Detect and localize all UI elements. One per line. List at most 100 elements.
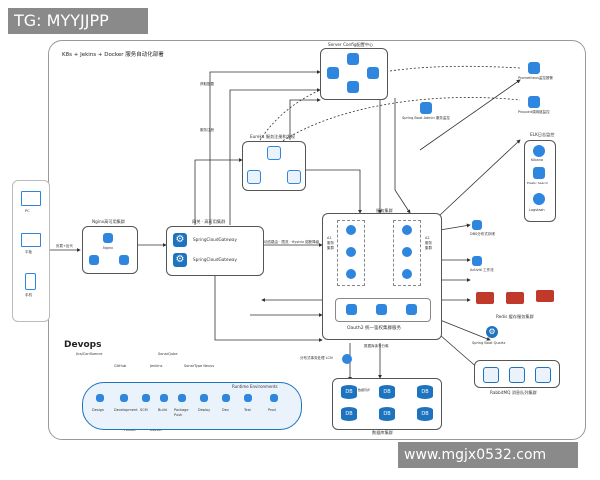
a2-instance-icon xyxy=(402,269,412,279)
devops-tool-github: GitHub xyxy=(114,364,127,368)
db-cluster: DB DB DB DB DB DB xyxy=(332,378,442,430)
oauth-group xyxy=(335,298,431,322)
kibana-icon xyxy=(533,145,545,157)
stage-development-icon xyxy=(120,394,128,402)
a1-instance-icon xyxy=(346,269,356,279)
label-fetch-config: 获取配置 xyxy=(200,82,214,86)
a1-service-group xyxy=(337,220,365,286)
rabbitmq-cluster xyxy=(474,360,560,388)
redis-node-icon xyxy=(536,290,554,302)
a2-label: A2 服务集群 xyxy=(425,236,432,250)
stage-deploy-icon xyxy=(200,394,208,402)
stage-scm-icon xyxy=(142,394,150,402)
stage-package-icon xyxy=(178,394,186,402)
label-register: 服务注册 xyxy=(200,128,214,132)
oauth-node-icon xyxy=(376,304,387,315)
nginx-node-icon xyxy=(89,255,99,265)
a2-instance-icon xyxy=(402,225,412,235)
a1-label: A1 服务集群 xyxy=(327,236,334,250)
a1-instance-icon xyxy=(346,225,356,235)
db-icon: DB xyxy=(379,385,395,399)
devops-tool-jenkins: Jenkins xyxy=(150,364,163,368)
prometheus-label: Prometheus监控报警 xyxy=(518,76,553,80)
eureka-node-icon xyxy=(287,170,301,184)
quartz-gear-icon: ⚙ xyxy=(486,326,498,338)
pinpoint-label: Pinpoint调用链监控 xyxy=(518,110,550,114)
phone-icon xyxy=(25,273,36,290)
service-cluster: A1 服务集群 A2 服务集群 Oauth2 统一鉴权集群服务 xyxy=(322,213,442,340)
nginx-cluster: Nginx xyxy=(82,226,138,274)
oauth-label: Oauth2 统一鉴权集群服务 xyxy=(347,326,402,331)
eureka-node-icon xyxy=(267,146,281,160)
mycat-label: 数据库读写分离 xyxy=(364,344,389,348)
config-server-icon xyxy=(367,67,379,79)
eureka-title: Eureka 服务注册和发现 xyxy=(250,134,296,139)
nginx-node-icon xyxy=(103,233,113,243)
elk-stack: Kibana Elastic Search Logstash xyxy=(524,140,556,222)
eureka-node-icon xyxy=(247,170,261,184)
stage-package-push: Package Push xyxy=(174,408,189,417)
client-pc-label: PC xyxy=(25,209,30,213)
logstash-label: Logstash xyxy=(529,208,545,212)
gateway-1-label: SpringCloudGateway xyxy=(193,237,237,242)
stage-deploy: Deploy xyxy=(198,408,211,412)
activiti-label: Activiti 工作流 xyxy=(470,268,494,272)
oauth-node-icon xyxy=(346,304,357,315)
db-icon: DB xyxy=(417,407,433,421)
config-server-icon xyxy=(347,81,359,93)
spring-admin-icon xyxy=(420,102,432,114)
db-icon: DB xyxy=(341,407,357,421)
server-config-title: Server Config配置中心 xyxy=(328,42,374,47)
logstash-icon xyxy=(533,193,545,205)
redis-label: Redis 缓存服务集群 xyxy=(496,314,534,319)
diagram-title: K8s + Jekins + Docker 服务自动化部署 xyxy=(62,52,164,58)
client-phone-label: 手机 xyxy=(25,293,32,297)
gateway-gear-icon: ⚙ xyxy=(173,253,187,267)
client-devices: PC 平板 手机 xyxy=(12,180,50,322)
pinpoint-icon xyxy=(528,96,540,108)
a2-service-group xyxy=(393,220,421,286)
tablet-icon xyxy=(21,233,41,247)
devops-tool-sonarqube: SonarQube xyxy=(158,352,178,356)
devops-tool-nexus: SonarType Nexus xyxy=(184,364,215,368)
stage-design-icon xyxy=(96,394,104,402)
runtime-env-label: Runtime Environments xyxy=(232,384,278,389)
gateway-gear-icon: ⚙ xyxy=(173,233,187,247)
devops-tool-docker: Docker xyxy=(150,428,163,432)
stage-test: Test xyxy=(244,408,251,412)
nginx-in-label: 负载+反代 xyxy=(56,244,73,248)
gateway-cluster-title: 网关 · 高可用集群 xyxy=(192,219,226,224)
db-icon: DB xyxy=(417,385,433,399)
lcn-label: 分布式事务处理 LCN xyxy=(300,356,333,360)
elastic-search-label: Elastic Search xyxy=(527,181,549,185)
sync-label: 数据同步 xyxy=(358,388,371,392)
devops-pipeline xyxy=(82,382,302,430)
activiti-icon xyxy=(472,256,482,266)
stage-design: Design xyxy=(92,408,105,412)
a2-instance-icon xyxy=(402,247,412,257)
nginx-cluster-title: Nginx高可用集群 xyxy=(92,219,126,224)
db-icon: DB xyxy=(341,385,357,399)
lcn-icon xyxy=(342,354,352,364)
gateway-cluster: ⚙ SpringCloudGateway ⚙ SpringCloudGatewa… xyxy=(166,226,264,276)
gateway-2-label: SpringCloudGateway xyxy=(193,257,237,262)
client-tablet-label: 平板 xyxy=(25,250,32,254)
rabbitmq-node-icon xyxy=(483,367,499,383)
stage-prod: Prod xyxy=(268,408,276,412)
gateway-note: 动态路由 · 限流 · Hystrix 熔断降级 xyxy=(264,240,320,244)
dbs-icon xyxy=(472,220,482,230)
devops-title: Devops xyxy=(64,340,102,350)
stage-prod-icon xyxy=(270,394,278,402)
elastic-search-icon xyxy=(533,167,545,179)
stage-scm: SCM xyxy=(140,408,148,412)
prometheus-icon xyxy=(528,62,540,74)
server-config xyxy=(320,48,388,100)
stage-build: Build xyxy=(158,408,167,412)
config-server-icon xyxy=(327,67,339,79)
stage-test-icon xyxy=(244,394,252,402)
eureka-registry xyxy=(242,141,306,191)
rabbitmq-node-icon xyxy=(509,367,525,383)
pc-icon xyxy=(21,191,41,206)
db-cluster-label: 数据库集群 xyxy=(372,430,393,435)
